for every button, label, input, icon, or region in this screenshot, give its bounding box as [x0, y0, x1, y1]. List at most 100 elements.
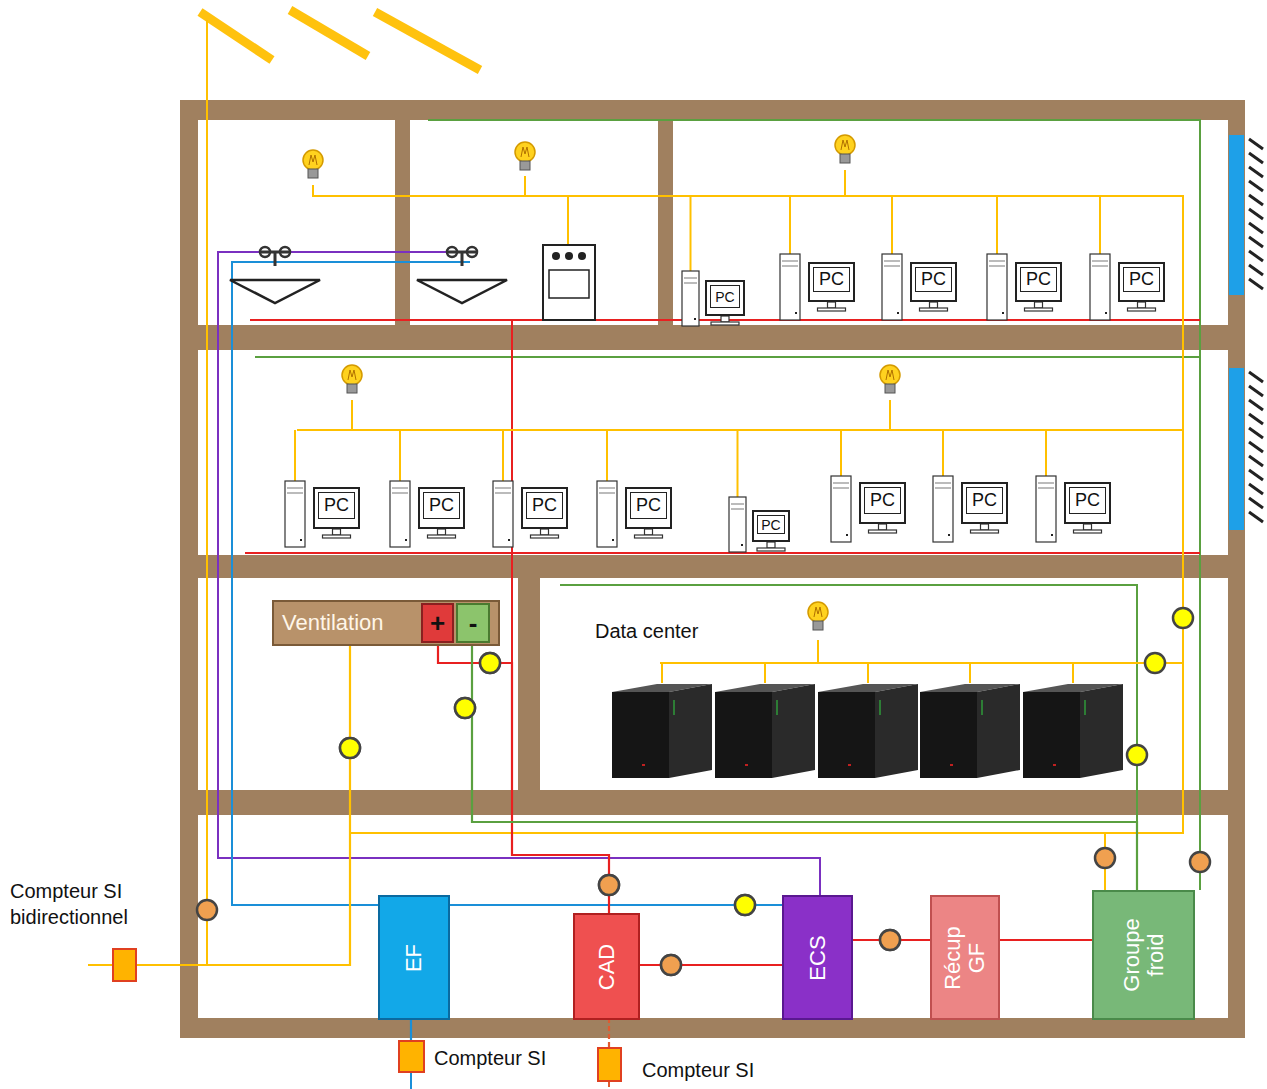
pipe-connector	[438, 643, 609, 913]
bulb-filament	[309, 155, 317, 165]
sensor-dot	[1127, 745, 1147, 765]
bulb-glass	[342, 365, 362, 385]
shading-blade	[1249, 167, 1263, 177]
pc-label: PC	[1069, 487, 1106, 514]
inner-wall	[658, 120, 673, 325]
drive-slot	[599, 492, 615, 494]
window	[1229, 368, 1244, 530]
drive-slot	[1038, 487, 1054, 489]
monitor-stand	[1084, 524, 1092, 530]
floor-slab	[180, 325, 1245, 350]
equipment-box: EF	[378, 895, 450, 1020]
meter-dot	[197, 900, 217, 920]
oven	[543, 245, 595, 320]
pc-tower	[987, 254, 1007, 320]
pc-monitor: PC	[625, 487, 672, 529]
power-cable	[764, 663, 766, 683]
shading-blade	[1249, 265, 1263, 275]
drive-slot	[935, 487, 951, 489]
ventilation-unit: +-Ventilation	[272, 600, 500, 646]
power-cable	[661, 663, 663, 683]
solar-cable	[206, 20, 208, 965]
pc-monitor: PC	[808, 262, 855, 302]
server-front	[612, 692, 669, 778]
power-cable	[1099, 196, 1101, 254]
inner-wall	[395, 120, 410, 325]
junction-dot	[340, 738, 360, 758]
power-cable	[789, 196, 791, 254]
power-cable	[399, 430, 401, 481]
pc-tower	[831, 476, 851, 542]
heating-pipe	[245, 552, 1200, 554]
hot-water-pipe	[218, 252, 820, 895]
window	[1229, 135, 1244, 295]
drive-slot	[884, 265, 900, 267]
shading-blade	[1249, 237, 1263, 247]
monitor-base	[1074, 530, 1102, 533]
power-led	[1051, 534, 1053, 536]
junction-dot	[735, 895, 755, 915]
power-cable	[891, 196, 893, 254]
monitor-stand	[1138, 302, 1146, 308]
room-ground	[198, 120, 1228, 325]
pc-tower	[1036, 476, 1056, 542]
power-led	[300, 539, 302, 541]
monitor-stand	[1035, 302, 1043, 308]
cooling-pipe	[255, 356, 1200, 358]
pc-label: PC	[630, 492, 667, 519]
oven-door	[549, 270, 589, 298]
shading-blade	[1249, 442, 1263, 452]
drive-slot	[731, 508, 744, 510]
drive-slot	[1038, 482, 1054, 484]
bulb-base	[813, 621, 823, 630]
server-side	[875, 684, 918, 778]
pc-tower	[780, 254, 800, 320]
power-led	[694, 318, 696, 320]
power-cable	[996, 196, 998, 254]
oven-burner	[552, 252, 560, 260]
pc-monitor: PC	[910, 262, 957, 302]
light-bulb	[808, 602, 828, 630]
drive-slot	[731, 503, 744, 505]
monitor-stand	[645, 529, 653, 535]
pc-tower	[729, 497, 746, 552]
equipment-box: Récup GF	[930, 895, 1000, 1020]
light-bulb	[880, 365, 900, 393]
pc-monitor: PC	[418, 487, 465, 529]
drive-slot	[392, 492, 408, 494]
pc-label: PC	[915, 267, 952, 292]
bulb-glass	[880, 365, 900, 385]
server-side	[1080, 684, 1123, 778]
drive-slot	[782, 265, 798, 267]
power-cable	[313, 185, 1183, 833]
server-side	[772, 684, 815, 778]
shading-blade	[1249, 512, 1263, 522]
monitor-stand	[828, 302, 836, 308]
server-led	[1053, 764, 1056, 766]
power-led	[612, 539, 614, 541]
light-bulb	[835, 135, 855, 163]
unit-label: EF	[402, 903, 426, 1013]
district-heat-pipe	[608, 1082, 610, 1089]
unit-label: Ventilation	[282, 610, 384, 636]
meter-label: Compteur SI	[434, 1045, 584, 1071]
monitor-stand	[981, 524, 989, 530]
bulb-filament	[841, 140, 849, 150]
power-led	[795, 312, 797, 314]
power-cable	[524, 176, 526, 196]
monitor-base	[323, 535, 351, 538]
monitor-base	[920, 308, 948, 311]
server-front	[715, 692, 772, 778]
tap-spout	[446, 252, 478, 266]
power-led	[1105, 312, 1107, 314]
shading-blade	[1249, 428, 1263, 438]
bulb-filament	[814, 607, 822, 617]
outer-wall	[1228, 100, 1245, 1038]
server-side	[669, 684, 712, 778]
server-led	[1084, 700, 1086, 715]
shading-blade	[1249, 470, 1263, 480]
power-cable	[1045, 430, 1047, 476]
solar-panel	[290, 10, 368, 56]
pc-monitor: PC	[1118, 262, 1165, 302]
tap-spout	[259, 252, 291, 266]
